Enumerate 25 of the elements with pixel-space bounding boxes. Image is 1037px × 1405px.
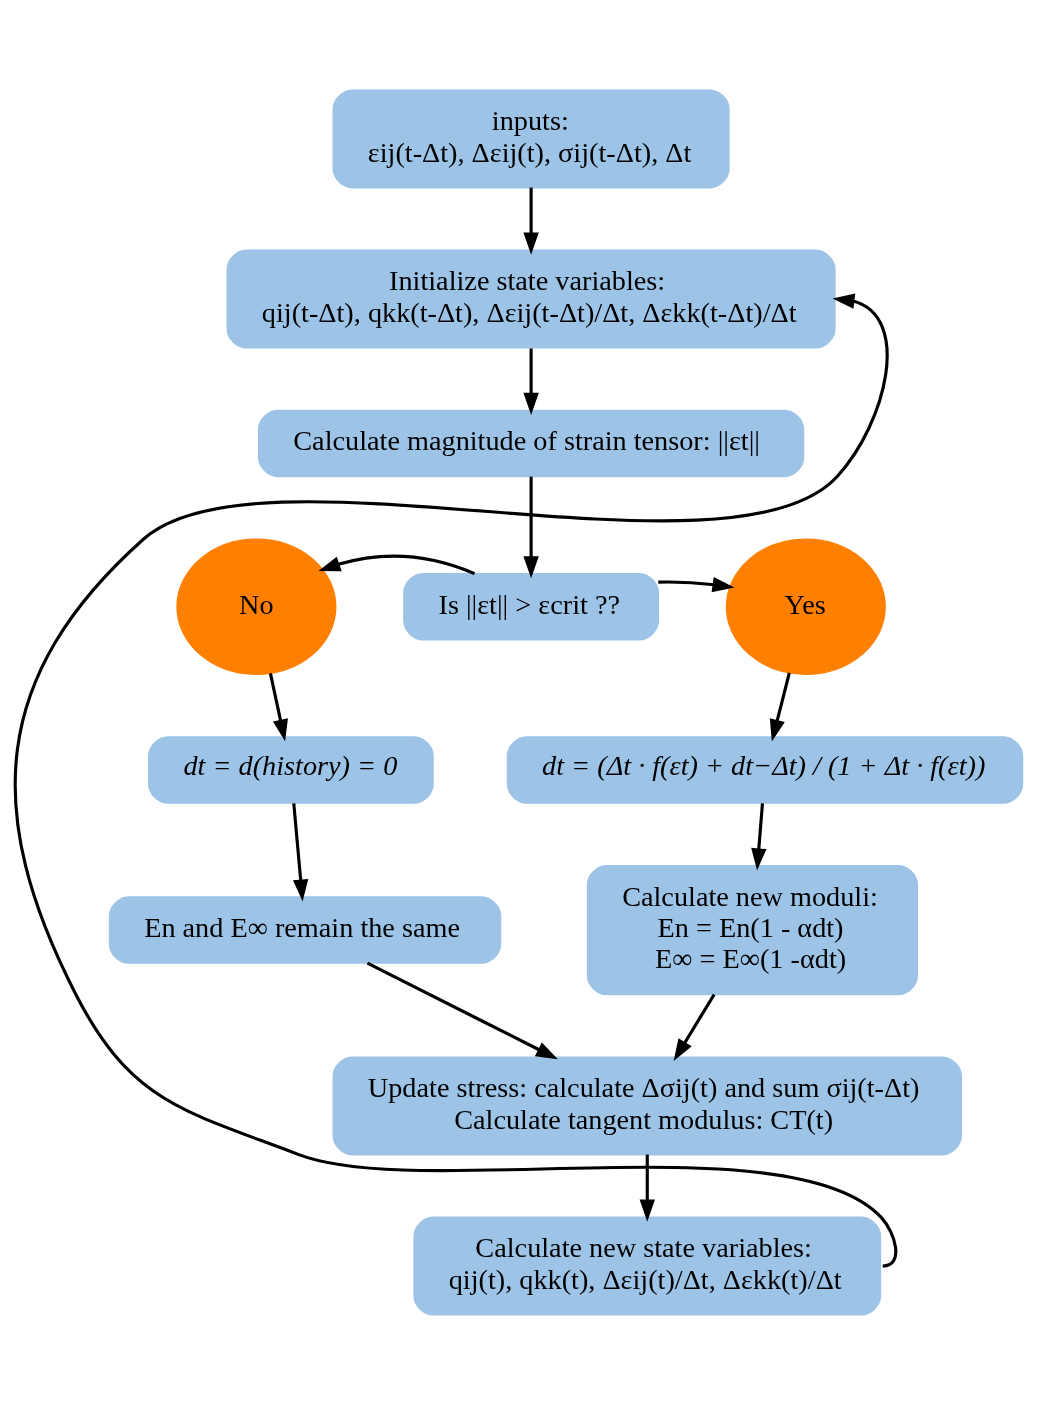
node-box: dt = d(history) = 0 [148,736,434,804]
arrow [751,803,767,871]
node-box: Calculate new moduli: En = En(1 - αdt) E∞ = E∞(1 -αdt) [586,864,919,996]
arrow [14,293,898,1267]
node-box: Calculate new state variables: qij(t), qkk(t), Δεij(t)/Δt, Δεkk(t)/Δt [413,1216,882,1316]
arrow [658,576,735,593]
arrow [639,1154,655,1222]
arrow [523,348,539,415]
arrow [318,554,476,576]
node-box: Initialize state variables: qij(t-Δt), qkk(t-Δt), Δεij(t-Δt)/Δt, Δεkk(t-Δt)/Δt [226,249,836,349]
node-box: inputs: εij(t-Δt), Δεij(t), σij(t-Δt), Δt [332,89,730,189]
arrow [366,961,558,1060]
arrow [292,803,309,902]
arrow [268,673,288,742]
arrow [523,187,539,255]
node-box: Update stress: calculate Δσij(t) and sum σij(t-Δt) Calculate tangent modulus: CT(t) [332,1056,962,1156]
node-box: En and E∞ remain the same [108,896,502,964]
arrow [523,476,539,579]
node-ellipse: Yes [725,538,886,676]
arrow [769,672,791,742]
node-box: Is ||εt|| > εcrit ?? [403,573,660,641]
node-box: dt = (Δt · f(εt) + dt−Δt) / (1 + Δt · f(εt)) [506,736,1024,804]
node-box: Calculate magnitude of strain tensor: ||εt|| [257,409,805,478]
node-ellipse: No [176,538,337,676]
arrow [673,993,716,1062]
